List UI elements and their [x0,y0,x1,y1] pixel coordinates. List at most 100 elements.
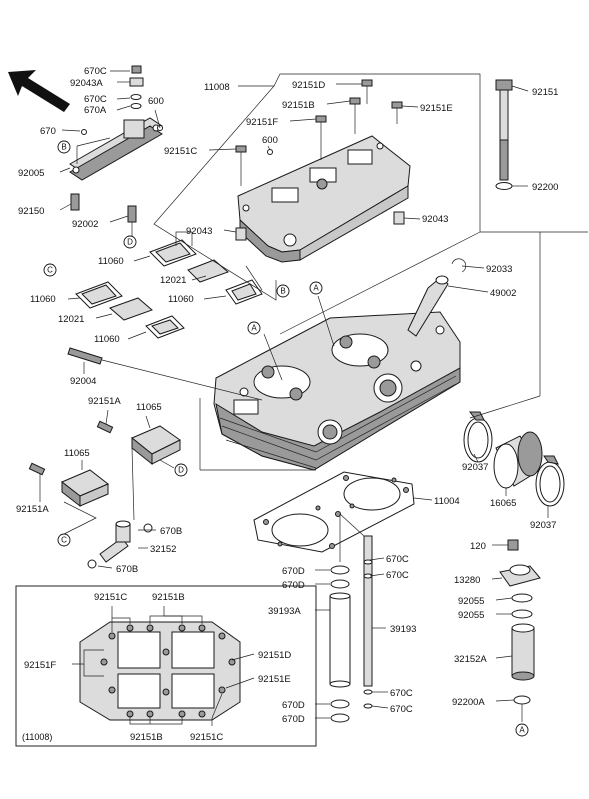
label-92151B-top: 92151B [282,100,315,111]
cylinder-head-cover [237,135,411,263]
callout-a-upper: A [309,281,323,295]
callout-a-mid: A [247,321,261,335]
label-12021-b: 12021 [58,314,84,325]
label-670D-d: 670D [282,714,305,725]
part-labels: 670C 92043A 670C 670A 600 670 92005 9215… [16,66,558,743]
cover-bolt-inset [15,585,317,747]
callout-b-left-text: B [61,143,66,152]
label-92151A-a: 92151A [88,396,121,407]
inset-label-11008: (11008) [22,732,52,742]
label-32152: 32152 [150,544,176,555]
label-600-left: 600 [148,96,164,107]
reed-valve-gaskets [75,239,263,339]
callout-a-mid-text: A [251,324,257,333]
callout-c-top-text: C [47,266,53,275]
label-670: 670 [40,126,56,137]
label-670B-b: 670B [116,564,138,575]
long-bolt-92151 [495,79,513,190]
label-92033: 92033 [486,264,512,275]
label-11065-a: 11065 [136,402,162,413]
stud-92004 [67,347,103,365]
label-11060-d: 11060 [94,334,120,345]
label-11060-b: 11060 [168,294,194,305]
label-670D-b: 670D [282,580,305,591]
label-92151F-top: 92151F [246,117,278,128]
callout-d-top-text: D [127,238,133,247]
label-49002: 49002 [490,288,516,299]
label-670B-a: 670B [160,526,182,537]
label-670C-5: 670C [390,688,413,699]
label-92004: 92004 [70,376,96,387]
label-16065: 16065 [490,498,516,509]
label-39193: 39193 [390,624,416,635]
inset-label-92151F: 92151F [24,660,56,671]
intake-holder-assembly [463,411,565,507]
label-92200: 92200 [532,182,558,193]
label-670D-c: 670D [282,700,305,711]
label-92043-right: 92043 [422,214,448,225]
callout-c-bottom: C [57,533,71,547]
callout-b-right-text: B [280,287,285,296]
label-92055-a: 92055 [458,596,484,607]
label-92005: 92005 [18,168,44,179]
cylinder-head [213,311,461,471]
callout-a-bottom: A [515,723,529,737]
pipe-32152 [87,520,153,569]
label-32152A: 32152A [454,654,487,665]
push-rod-tubes [329,535,373,723]
label-13280: 13280 [454,575,480,586]
inset-label-92151B-a: 92151B [152,592,185,603]
callout-d-bottom-text: D [178,466,184,475]
label-670C-3: 670C [386,554,409,565]
inset-label-92151E: 92151E [258,674,291,685]
inset-label-92151B-b: 92151B [130,732,163,743]
head-gasket [253,471,415,553]
label-670D-a: 670D [282,566,305,577]
inset-label-92151D: 92151D [258,650,291,661]
label-92043-left: 92043 [186,226,212,237]
label-12021-a: 12021 [160,275,186,286]
inset-label-92151C-a: 92151C [94,592,127,603]
breather-blocks [28,420,181,508]
label-92151D-top: 92151D [292,80,325,91]
label-670C-4: 670C [386,570,409,581]
label-600-right: 600 [262,135,278,146]
label-11065-b: 11065 [64,448,90,459]
label-92043A: 92043A [70,78,103,89]
label-92151C-top: 92151C [164,146,197,157]
label-92151: 92151 [532,87,558,98]
callout-circles: B D B C A A D C [43,140,529,737]
label-92151A-b: 92151A [16,504,49,515]
label-670C-6: 670C [390,704,413,715]
callout-a-bottom-text: A [519,726,525,735]
inset-label-92151C-b: 92151C [190,732,223,743]
callout-b-left: B [57,140,71,154]
label-120: 120 [470,541,486,552]
callout-c-top: C [43,263,57,277]
label-92055-b: 92055 [458,610,484,621]
callout-a-upper-text: A [313,284,319,293]
cover-bolts [235,79,405,241]
label-92037-a: 92037 [462,462,488,473]
callout-d-bottom: D [174,463,188,477]
tube-49002 [407,258,467,337]
label-670A: 670A [84,105,107,116]
callout-c-bottom-text: C [61,536,67,545]
leader-lines [39,70,588,722]
rocker-plate-assembly [69,65,163,223]
label-11008: 11008 [204,82,230,93]
label-92037-b: 92037 [530,520,556,531]
callout-b-right: B [276,284,290,298]
label-670C-top: 670C [84,66,107,77]
label-39193A: 39193A [268,606,301,617]
label-92150: 92150 [18,206,44,217]
label-670C-2: 670C [84,94,107,105]
label-11004: 11004 [434,496,460,507]
label-92151E-top: 92151E [420,103,453,114]
callout-d-top: D [123,235,137,249]
front-direction-arrow-icon [8,70,70,112]
oil-fitting-assembly [499,539,541,705]
label-92200A: 92200A [452,697,485,708]
label-92002: 92002 [72,219,98,230]
